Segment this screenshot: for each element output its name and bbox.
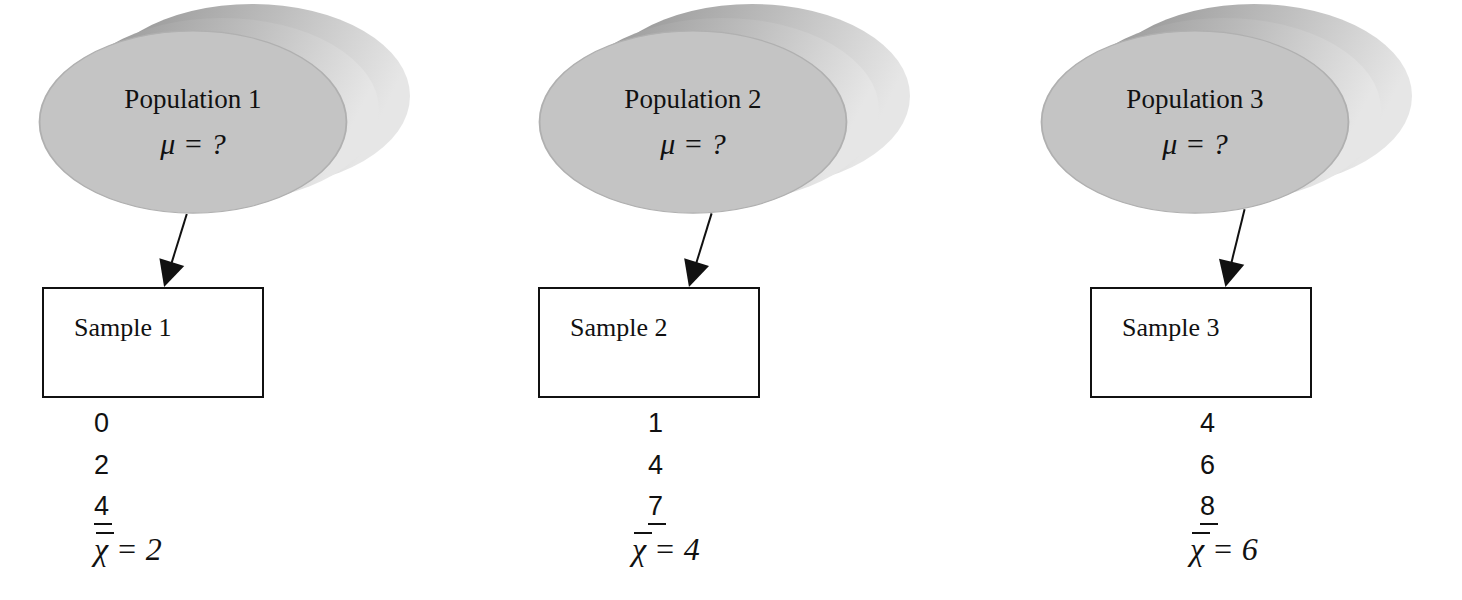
sample-name: Sample 3	[1122, 313, 1220, 343]
population-mean: μ = ?	[660, 127, 725, 161]
ellipse-outline	[1040, 30, 1350, 214]
arrow-connector	[1219, 209, 1245, 287]
population-ellipse: Population 3 μ = ?	[1040, 30, 1350, 214]
population-mean: μ = ?	[160, 127, 225, 161]
arrow-connector	[684, 213, 711, 287]
arrow-connector	[159, 214, 186, 287]
arrow-head	[684, 258, 709, 287]
sample-box: Sample 1	[42, 287, 264, 398]
sample-value: 0	[94, 407, 109, 439]
population-ellipse: Population 1 μ = ?	[38, 30, 348, 214]
sample-box: Sample 2	[538, 287, 760, 398]
population-ellipse: Population 2 μ = ?	[538, 30, 848, 214]
sample-box: Sample 3	[1090, 287, 1312, 398]
arrow-head	[159, 258, 184, 287]
ellipse-outline	[38, 30, 348, 214]
population-mean: μ = ?	[1162, 127, 1227, 161]
arrow-line	[171, 214, 187, 264]
population-name: Population 1	[124, 84, 261, 115]
sample-mean: χ = 2	[94, 530, 162, 568]
sample-mean: χ = 6	[1190, 530, 1258, 568]
sample-value: 7	[648, 490, 666, 525]
sample-value: 4	[1200, 407, 1215, 439]
sample-value: 4	[94, 490, 112, 525]
sample-name: Sample 2	[570, 313, 668, 343]
sample-mean: χ = 4	[632, 530, 700, 568]
ellipse-outline	[538, 30, 848, 214]
arrow-head	[1219, 259, 1244, 287]
sample-value: 6	[1200, 449, 1215, 481]
population-name: Population 2	[624, 84, 761, 115]
sample-value: 4	[648, 449, 663, 481]
sample-value: 8	[1200, 490, 1218, 525]
arrow-line	[1231, 209, 1244, 264]
sample-name: Sample 1	[74, 313, 172, 343]
sample-value: 2	[94, 449, 109, 481]
sample-value: 1	[648, 407, 663, 439]
population-name: Population 3	[1126, 84, 1263, 115]
arrow-line	[696, 213, 712, 264]
